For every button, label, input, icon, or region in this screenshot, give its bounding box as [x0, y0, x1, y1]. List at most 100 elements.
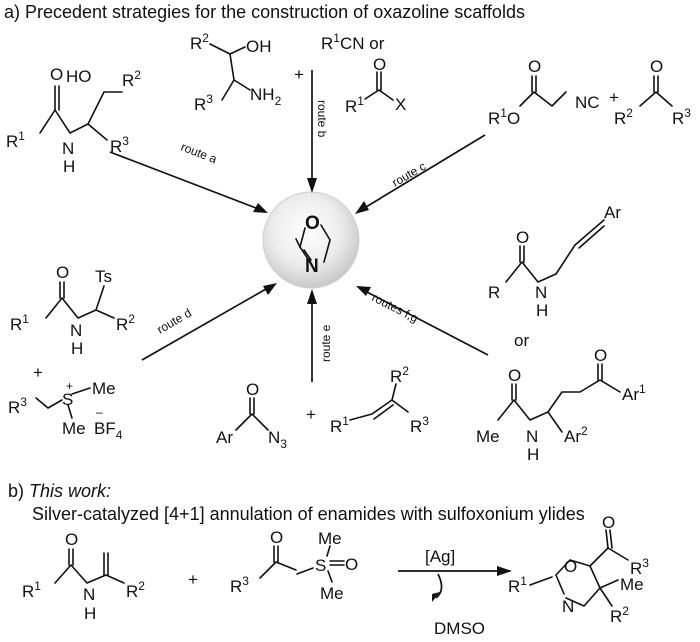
svg-text:R1: R1 [10, 312, 29, 334]
section-b-description: Silver-catalyzed [4+1] annulation of ena… [32, 504, 585, 524]
svg-text:R2: R2 [116, 312, 135, 334]
route-d-label: route d [155, 306, 194, 337]
svg-text:R1: R1 [22, 579, 41, 601]
svg-text:R1: R1 [6, 129, 25, 151]
svg-text:R2: R2 [126, 579, 145, 601]
svg-text:N3: N3 [268, 428, 287, 451]
route-a-label: route a [179, 140, 219, 167]
svg-text:R1O: R1O [488, 106, 520, 128]
sulfoxonium-ylide: O R3 S O Me Me [230, 528, 358, 603]
svg-text:R3: R3 [8, 395, 27, 417]
oxazoline-core: O N [262, 191, 360, 289]
svg-text:+: + [294, 65, 304, 84]
svg-text:O: O [516, 228, 529, 247]
svg-text:R2: R2 [610, 604, 629, 626]
svg-text:Me: Me [318, 529, 342, 548]
svg-text:H: H [71, 339, 83, 358]
svg-text:R2: R2 [190, 31, 209, 53]
svg-text:+: + [188, 570, 198, 589]
svg-text:Me: Me [92, 379, 116, 398]
isocyanoacetate-ketone: O R1O NC + O R2 R3 [488, 57, 691, 128]
svg-text:NC: NC [575, 93, 600, 112]
route-fg-label: routes f,g [370, 290, 421, 325]
svg-text:H: H [63, 157, 75, 176]
svg-text:Me: Me [620, 575, 644, 594]
svg-text:R2: R2 [122, 68, 141, 90]
route-b-label: route b [315, 100, 329, 138]
amino-alcohol: R2 OH R3 NH2 + [190, 31, 304, 114]
svg-text:H: H [536, 301, 548, 320]
section-a-heading: a) Precedent strategies for the construc… [4, 2, 525, 22]
svg-text:R3: R3 [672, 106, 691, 128]
svg-text:+: + [306, 405, 316, 424]
catalyst-label: [Ag] [425, 547, 455, 566]
svg-text:X: X [395, 95, 406, 114]
svg-text:O: O [270, 528, 283, 547]
alkene: R1 R2 R3 [330, 364, 429, 436]
svg-text:Ar2: Ar2 [564, 424, 588, 446]
svg-text:O: O [602, 513, 615, 532]
svg-text:H: H [84, 604, 96, 623]
route-c-label: route c [390, 159, 429, 189]
svg-text:R3: R3 [410, 414, 429, 436]
svg-text:O: O [246, 380, 259, 399]
svg-text:N: N [70, 321, 82, 340]
svg-text:BF4: BF4 [94, 419, 123, 442]
svg-text:O: O [594, 346, 607, 365]
svg-text:O: O [508, 366, 521, 385]
svg-text:OH: OH [246, 37, 272, 56]
svg-text:R2: R2 [390, 364, 409, 386]
svg-text:N: N [62, 139, 74, 158]
section-b-heading: b) This work: [8, 481, 111, 501]
svg-text:+: + [66, 379, 73, 393]
hydroxy-amide: O HO N H R1 R2 R3 [6, 65, 141, 176]
svg-text:N: N [526, 427, 538, 446]
svg-text:N: N [83, 585, 95, 604]
svg-text:Ar: Ar [216, 428, 233, 447]
svg-text:O: O [65, 530, 78, 549]
svg-text:R: R [488, 283, 500, 302]
svg-text:Me: Me [320, 584, 344, 603]
tosyl-amide: O Ts N H R1 R2 + [10, 263, 135, 382]
allyl-amide: O Ar R N H or [488, 203, 621, 350]
svg-text:S: S [62, 390, 73, 409]
svg-text:Me: Me [62, 419, 86, 438]
svg-text:R1CN or: R1CN or [321, 31, 385, 53]
svg-text:O: O [50, 65, 63, 84]
svg-text:R1: R1 [330, 414, 349, 436]
byproduct-label: DMSO [434, 619, 485, 638]
svg-text:or: or [514, 331, 529, 350]
product-oxazoline: O N O R1 R3 Me R2 [508, 513, 649, 626]
reaction-arrow: [Ag] DMSO [398, 547, 512, 638]
svg-text:R3: R3 [194, 92, 213, 114]
svg-text:R3: R3 [230, 574, 249, 596]
svg-text:S: S [315, 556, 326, 575]
svg-text:R2: R2 [614, 106, 633, 128]
svg-text:N: N [535, 283, 547, 302]
svg-text:R1: R1 [508, 574, 527, 596]
svg-text:Ts: Ts [95, 267, 112, 286]
svg-text:O: O [373, 55, 386, 74]
svg-text:Ar1: Ar1 [622, 382, 646, 404]
svg-text:O: O [650, 57, 663, 76]
svg-text:Ar: Ar [604, 203, 621, 222]
sulfonium-salt: R3 S + Me Me – BF4 [8, 379, 123, 442]
svg-text:R3: R3 [110, 134, 129, 156]
route-e-label: route e [319, 324, 333, 362]
core-oxygen: O [305, 213, 320, 234]
nitrile-acyl-reagents: R1CN or O R1 X [321, 31, 406, 116]
svg-text:R3: R3 [630, 556, 649, 578]
core-nitrogen: N [305, 256, 319, 277]
svg-text:+: + [609, 88, 619, 107]
svg-text:O: O [56, 263, 69, 282]
svg-text:HO: HO [66, 67, 92, 86]
svg-text:NH2: NH2 [250, 85, 282, 108]
svg-text:O: O [528, 57, 541, 76]
svg-text:O: O [345, 555, 358, 574]
acyl-azide: O Ar N3 + [216, 380, 316, 451]
enamide: O R1 N H R2 + [22, 530, 198, 623]
svg-text:N: N [562, 597, 574, 616]
svg-text:O: O [564, 557, 577, 576]
svg-text:H: H [527, 445, 539, 464]
